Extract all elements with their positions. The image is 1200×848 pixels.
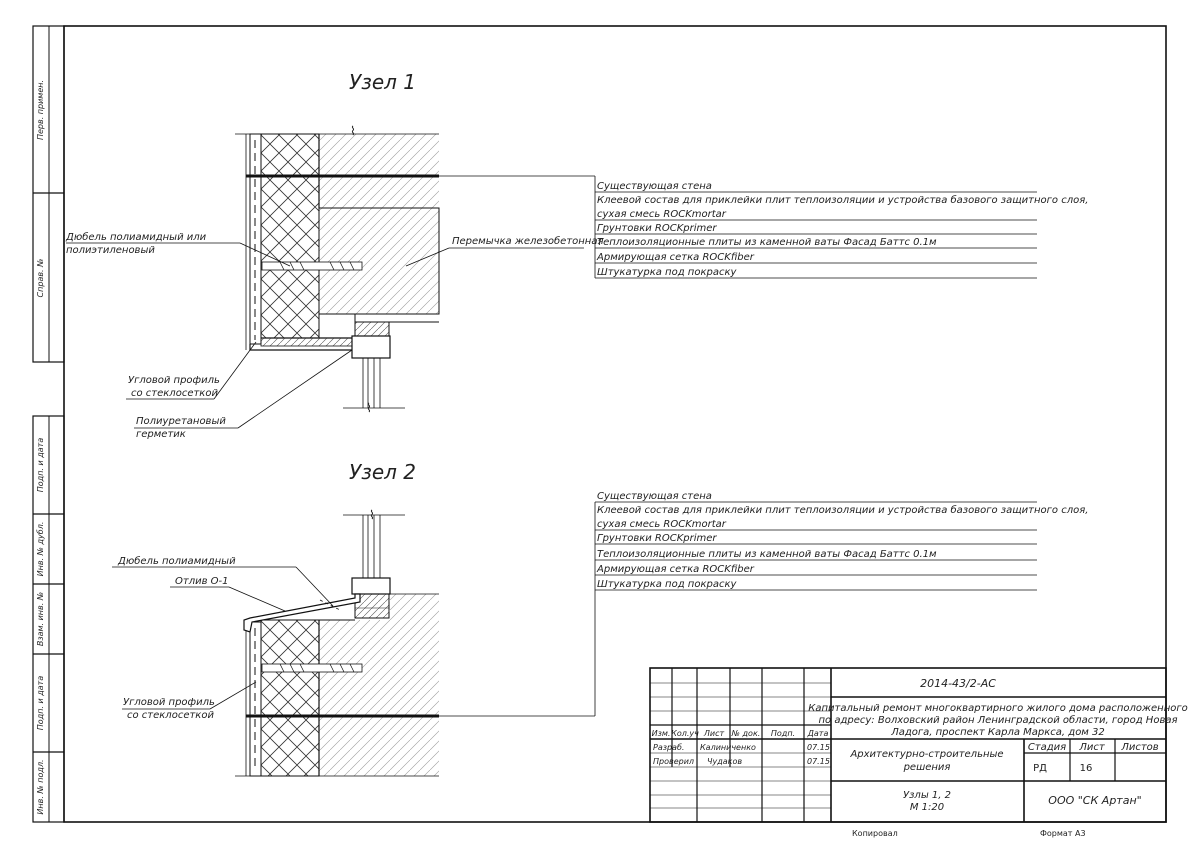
section-line-2: решения xyxy=(903,762,951,773)
stamp-vzam-inv: Взам. инв. № xyxy=(36,592,45,646)
hdr-stadiya: Стадия xyxy=(1028,742,1066,753)
hdr-list: Лист xyxy=(1078,742,1106,753)
node-1-layer-2: сухая смесь ROCKmortar xyxy=(597,209,727,220)
corner-profile-label-n2-1: Угловой профиль xyxy=(123,697,215,708)
node-2-title: Узел 2 xyxy=(349,460,416,484)
stamp-sprav-no: Справ. № xyxy=(36,259,45,298)
node-2-layer-1: Клеевой состав для приклейки плит теплои… xyxy=(597,504,1088,516)
corner-profile-label-1: Угловой профиль xyxy=(128,375,220,386)
drip-label: Отлив О-1 xyxy=(175,576,229,587)
node-1-layer-3: Грунтовки ROCKprimer xyxy=(597,223,717,234)
dowel-label-2: полиэтиленовый xyxy=(66,245,155,256)
section-line-1: Архитектурно-строительные xyxy=(849,749,1003,760)
project-line-3: Ладога, проспект Карла Маркса, дом 32 xyxy=(890,727,1105,738)
name-razrab: Калиниченко xyxy=(700,743,756,752)
role-proveril: Проверил xyxy=(653,757,694,766)
lintel-label: Перемычка железобетонная xyxy=(452,235,604,247)
title-block xyxy=(649,667,1167,823)
doc-code: 2014-43/2-АС xyxy=(920,677,996,690)
name-proveril: Чудаков xyxy=(707,757,742,766)
col-list: Лист xyxy=(703,729,725,738)
col-kol: Кол.уч xyxy=(671,729,699,738)
col-data: Дата xyxy=(807,729,829,738)
node-1-layer-6: Штукатурка под покраску xyxy=(597,267,738,278)
side-stamp: Перв. примен. Справ. № Подп. и дата Инв.… xyxy=(32,25,65,823)
date-razrab: 07.15 xyxy=(807,743,830,752)
node-2-layer-3: Грунтовки ROCKprimer xyxy=(597,533,717,544)
insulation-1 xyxy=(260,133,320,339)
node-2-layer-4: Теплоизоляционные плиты из каменной ваты… xyxy=(597,549,937,560)
hdr-listov: Листов xyxy=(1120,742,1158,753)
sealant-label-1: Полиуретановый xyxy=(136,416,226,427)
col-ndok: № док. xyxy=(731,729,761,738)
node-2: Узел 2 ⌇ Дюбель полиамидный xyxy=(112,460,1088,777)
stamp-podp-data-2: Подп. и дата xyxy=(36,676,45,731)
node-1-layer-4: Теплоизоляционные плиты из каменной ваты… xyxy=(597,237,937,248)
svg-text:⌇: ⌇ xyxy=(369,508,375,522)
svg-text:⌇: ⌇ xyxy=(366,401,372,415)
dowel-label-1: Дюбель полиамидный или xyxy=(65,231,207,243)
sheet-line-1: Узлы 1, 2 xyxy=(903,790,951,801)
existing-wall-2 xyxy=(319,620,439,776)
node-1: Узел 1 ⌇ ⌇ Перемычка железобетонная xyxy=(65,70,1088,440)
node-1-layer-1: Клеевой состав для приклейки плит теплои… xyxy=(597,194,1088,206)
svg-text:⌇: ⌇ xyxy=(350,124,356,138)
node-2-layer-5: Армирующая сетка ROCKfiber xyxy=(596,564,755,575)
lintel xyxy=(318,207,440,315)
date-proveril: 07.15 xyxy=(807,757,830,766)
node-1-title: Узел 1 xyxy=(349,70,416,94)
project-line-1: Капитальный ремонт многоквартирного жило… xyxy=(808,703,1188,714)
stadiya-value: РД xyxy=(1033,763,1047,774)
footer-kopiroval: Копировал xyxy=(852,829,898,838)
company-name: ООО "СК Артан" xyxy=(1048,794,1141,807)
node-2-layer-2: сухая смесь ROCKmortar xyxy=(597,519,727,530)
corner-profile-label-2: со стеклосеткой xyxy=(131,388,218,399)
title-block-text: 2014-43/2-АС Капитальный ремонт многоква… xyxy=(652,677,1188,813)
role-razrab: Разраб. xyxy=(653,743,684,752)
sheet-line-2: М 1:20 xyxy=(910,802,944,813)
col-podp: Подп. xyxy=(771,729,795,738)
stamp-podp-data-1: Подп. и дата xyxy=(36,438,45,493)
stamp-inv-dubl: Инв. № дубл. xyxy=(36,522,45,577)
existing-wall-1 xyxy=(319,134,439,208)
node-1-layer-0: Существующая стена xyxy=(597,181,712,192)
project-line-2: по адресу: Волховский район Ленинградско… xyxy=(819,714,1178,726)
stamp-inv-podl: Инв. № подл. xyxy=(36,759,45,814)
dowel-label-n2: Дюбель полиамидный xyxy=(117,555,236,567)
node-2-layer-0: Существующая стена xyxy=(597,491,712,502)
node-1-layer-5: Армирующая сетка ROCKfiber xyxy=(596,252,755,263)
insulation-2 xyxy=(260,619,320,777)
sealant-label-2: герметик xyxy=(136,429,186,440)
footer-format: Формат А3 xyxy=(1040,829,1086,838)
stamp-perv-primen: Перв. примен. xyxy=(36,80,45,140)
list-value: 16 xyxy=(1080,763,1093,774)
node-2-layer-6: Штукатурка под покраску xyxy=(597,579,738,590)
corner-profile-label-n2-2: со стеклосеткой xyxy=(127,710,214,721)
col-izm: Изм. xyxy=(652,729,671,738)
